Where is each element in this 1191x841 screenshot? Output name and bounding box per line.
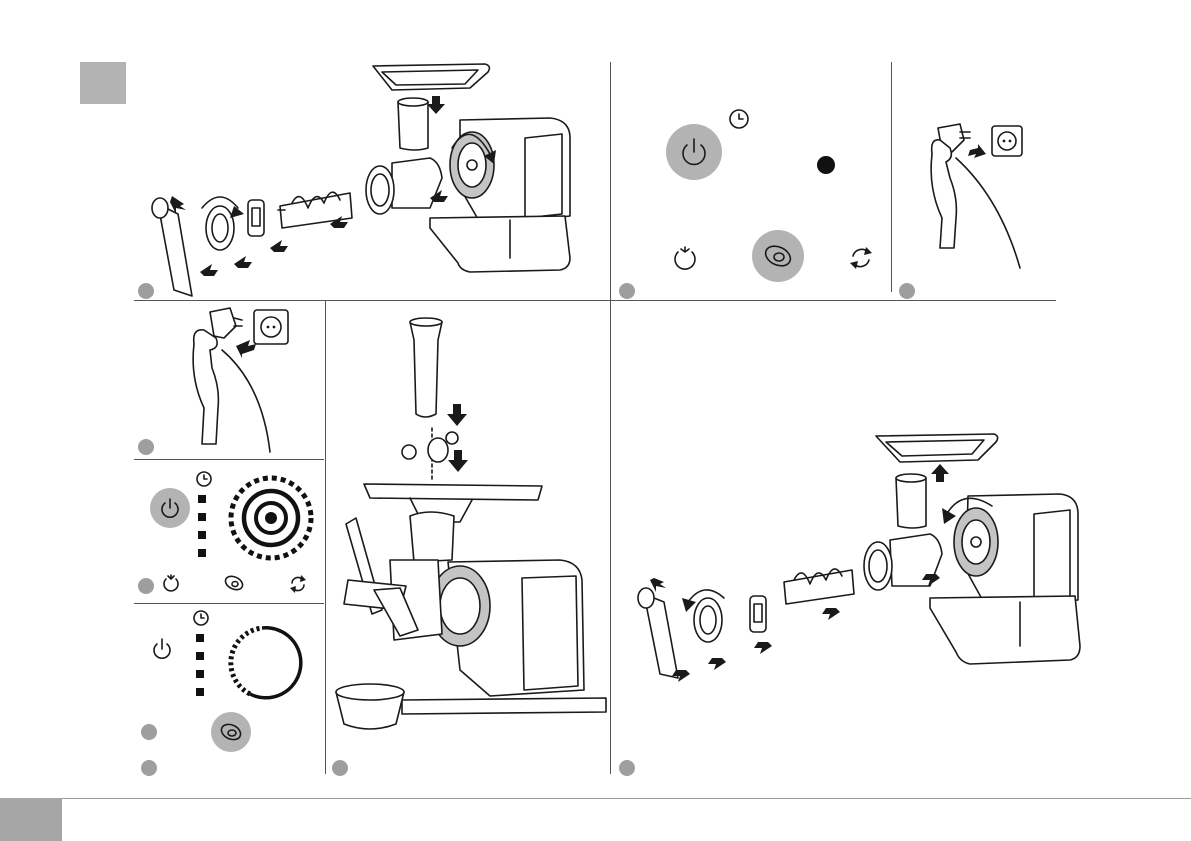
avocado-icon[interactable] — [222, 571, 246, 595]
tomato-icon[interactable] — [160, 572, 182, 594]
reverse-rotate-icon[interactable] — [288, 574, 308, 594]
timer-level-bars — [196, 634, 204, 696]
timer-level-bars — [198, 495, 206, 557]
power-button[interactable] — [666, 124, 722, 180]
divider-vertical-left — [325, 300, 326, 774]
clock-icon — [195, 470, 213, 488]
avocado-button[interactable] — [211, 712, 251, 752]
unplug-illustration — [920, 118, 1050, 278]
corner-tab — [80, 62, 126, 104]
clock-icon — [192, 609, 210, 627]
avocado-icon — [211, 712, 251, 752]
assembly-illustration — [130, 58, 610, 288]
footer-page-tab — [0, 798, 62, 841]
clock-icon — [727, 107, 751, 131]
step-badge-control-2 — [138, 578, 154, 594]
divider-horizontal-l1 — [134, 459, 324, 460]
step-badge-plug-in — [138, 439, 154, 455]
divider-vertical-right — [891, 62, 892, 292]
status-indicator-dot — [817, 156, 835, 174]
reverse-rotate-icon[interactable] — [847, 244, 875, 272]
step-badge-control-1 — [619, 283, 635, 299]
divider-vertical-main — [610, 62, 611, 774]
wall-socket-icon — [254, 310, 288, 344]
divider-horizontal-top — [134, 300, 1056, 301]
tomato-icon[interactable] — [670, 243, 700, 273]
avocado-icon — [752, 230, 804, 282]
wall-socket-icon — [992, 126, 1022, 156]
plug-icon — [210, 308, 236, 338]
power-icon — [666, 124, 722, 180]
power-icon — [150, 488, 190, 528]
footer-rule — [0, 798, 1191, 799]
divider-horizontal-l2 — [134, 603, 324, 604]
disassembly-illustration — [630, 430, 1100, 700]
speed-dial-indicator — [226, 473, 316, 563]
power-icon[interactable] — [149, 636, 175, 662]
power-button[interactable] — [150, 488, 190, 528]
step-badge-control-3b — [141, 760, 157, 776]
step-badge-unplug — [899, 283, 915, 299]
plug-in-illustration — [180, 304, 310, 454]
step-badge-disassembly — [619, 760, 635, 776]
progress-ring-indicator — [222, 618, 312, 708]
avocado-button[interactable] — [752, 230, 804, 282]
feeding-illustration — [330, 310, 610, 760]
step-badge-feeding — [332, 760, 348, 776]
step-badge-control-3a — [141, 724, 157, 740]
